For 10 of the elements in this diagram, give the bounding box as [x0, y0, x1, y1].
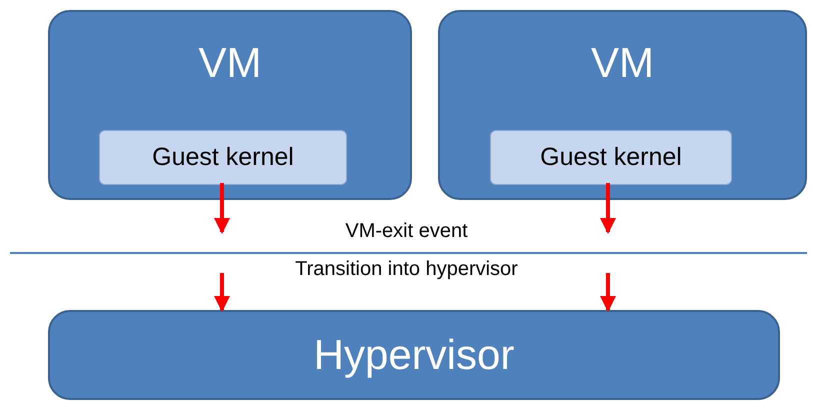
node-label: VM — [198, 42, 262, 84]
node-label: Hypervisor — [314, 334, 514, 376]
node-label: Guest kernel — [152, 145, 294, 170]
hypervisor-box — [48, 310, 780, 400]
kernel-box — [99, 130, 347, 185]
node-label: Guest kernel — [540, 145, 682, 170]
node-label: VM — [591, 42, 654, 84]
vm-box — [48, 10, 412, 200]
kernel-box — [490, 130, 732, 185]
vm-box — [438, 10, 807, 200]
